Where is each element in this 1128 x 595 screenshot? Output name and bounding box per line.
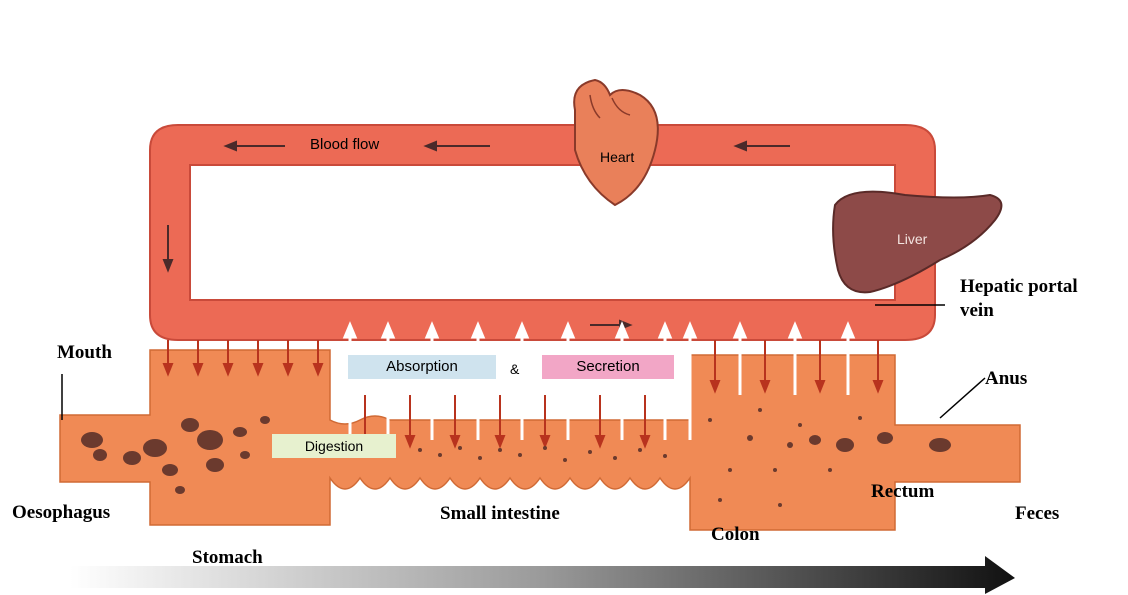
anus-label: Anus: [985, 368, 1027, 390]
mouth-label: Mouth: [57, 342, 112, 364]
heart-icon: [574, 80, 658, 205]
feces-label: Feces: [1015, 503, 1059, 525]
hepatic-portal-vein-label-line1: Hepatic portal: [960, 276, 1078, 298]
blood-vessel-loop: [150, 125, 935, 340]
ampersand-label: &: [510, 358, 519, 380]
small-intestine-label: Small intestine: [440, 503, 560, 525]
oesophagus-label: Oesophagus: [12, 502, 110, 524]
absorption-box: Absorption: [348, 355, 496, 379]
stomach-label: Stomach: [192, 547, 263, 569]
hepatic-portal-vein-label-line2: vein: [960, 300, 994, 322]
heart-label: Heart: [600, 146, 634, 168]
rectum-label: Rectum: [871, 481, 934, 503]
blood-flow-label: Blood flow: [310, 134, 379, 156]
secretion-box: Secretion: [542, 355, 674, 379]
colon-label: Colon: [711, 524, 760, 546]
digestion-box: Digestion: [272, 434, 396, 458]
liver-label: Liver: [897, 228, 927, 250]
